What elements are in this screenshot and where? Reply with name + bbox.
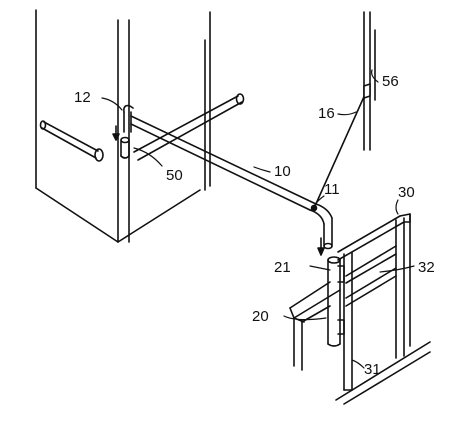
down-arrow	[317, 237, 325, 256]
label-56: 56	[382, 73, 399, 90]
reference-labels: 12 50 10 16 56 11 30 21 32 20 31	[74, 73, 435, 378]
label-20: 20	[252, 308, 269, 325]
wall-left	[35, 9, 211, 243]
rail-left	[39, 120, 104, 162]
label-11: 11	[324, 181, 340, 198]
chair	[289, 213, 431, 405]
wall-right	[363, 11, 376, 151]
rail-10	[130, 115, 333, 250]
bracket-12	[112, 104, 134, 159]
leader-lines	[101, 69, 415, 369]
label-10: 10	[274, 163, 291, 180]
label-32: 32	[418, 259, 435, 276]
label-31: 31	[364, 361, 381, 378]
rail-back-upper	[133, 93, 245, 161]
label-50: 50	[166, 167, 183, 184]
label-12: 12	[74, 89, 91, 106]
label-30: 30	[398, 184, 415, 201]
strap-16	[314, 83, 371, 207]
post-20	[327, 256, 345, 347]
label-16: 16	[318, 105, 335, 122]
label-21: 21	[274, 259, 291, 276]
